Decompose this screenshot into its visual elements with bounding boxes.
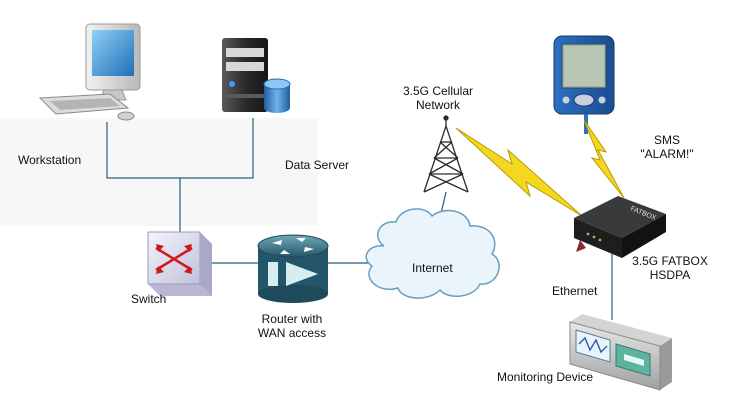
workstation-icon [38, 23, 141, 121]
fatbox-label: 3.5G FATBOX HSDPA [632, 254, 708, 282]
cellular-network-label: 3.5G Cellular Network [402, 84, 474, 112]
workstation-switch-line [106, 122, 181, 232]
cloud-icon [365, 208, 500, 299]
connection-lines [106, 118, 613, 320]
internet-label: Internet [412, 261, 453, 275]
workstation-label: Workstation [18, 153, 82, 167]
pda-icon [553, 35, 615, 134]
switch-label: Switch [131, 292, 167, 306]
cell-tower-icon [423, 115, 469, 193]
lightning-icon [455, 127, 583, 217]
ethernet-label: Ethernet [552, 284, 598, 298]
switch-icon [147, 231, 212, 296]
data-server-label: Data Server [285, 158, 350, 172]
background-panel [0, 118, 318, 226]
router-label: Router with WAN access [257, 312, 327, 340]
modem-icon: FATBOX [574, 196, 666, 258]
sms-alarm-label: SMS "ALARM!" [640, 133, 694, 161]
monitoring-device-label: Monitoring Device [497, 370, 594, 384]
router-icon [257, 234, 329, 303]
monitoring-device-icon [569, 314, 672, 391]
sms-lightning-icon [583, 119, 625, 199]
server-switch-line [180, 118, 254, 179]
server-icon [222, 38, 291, 113]
